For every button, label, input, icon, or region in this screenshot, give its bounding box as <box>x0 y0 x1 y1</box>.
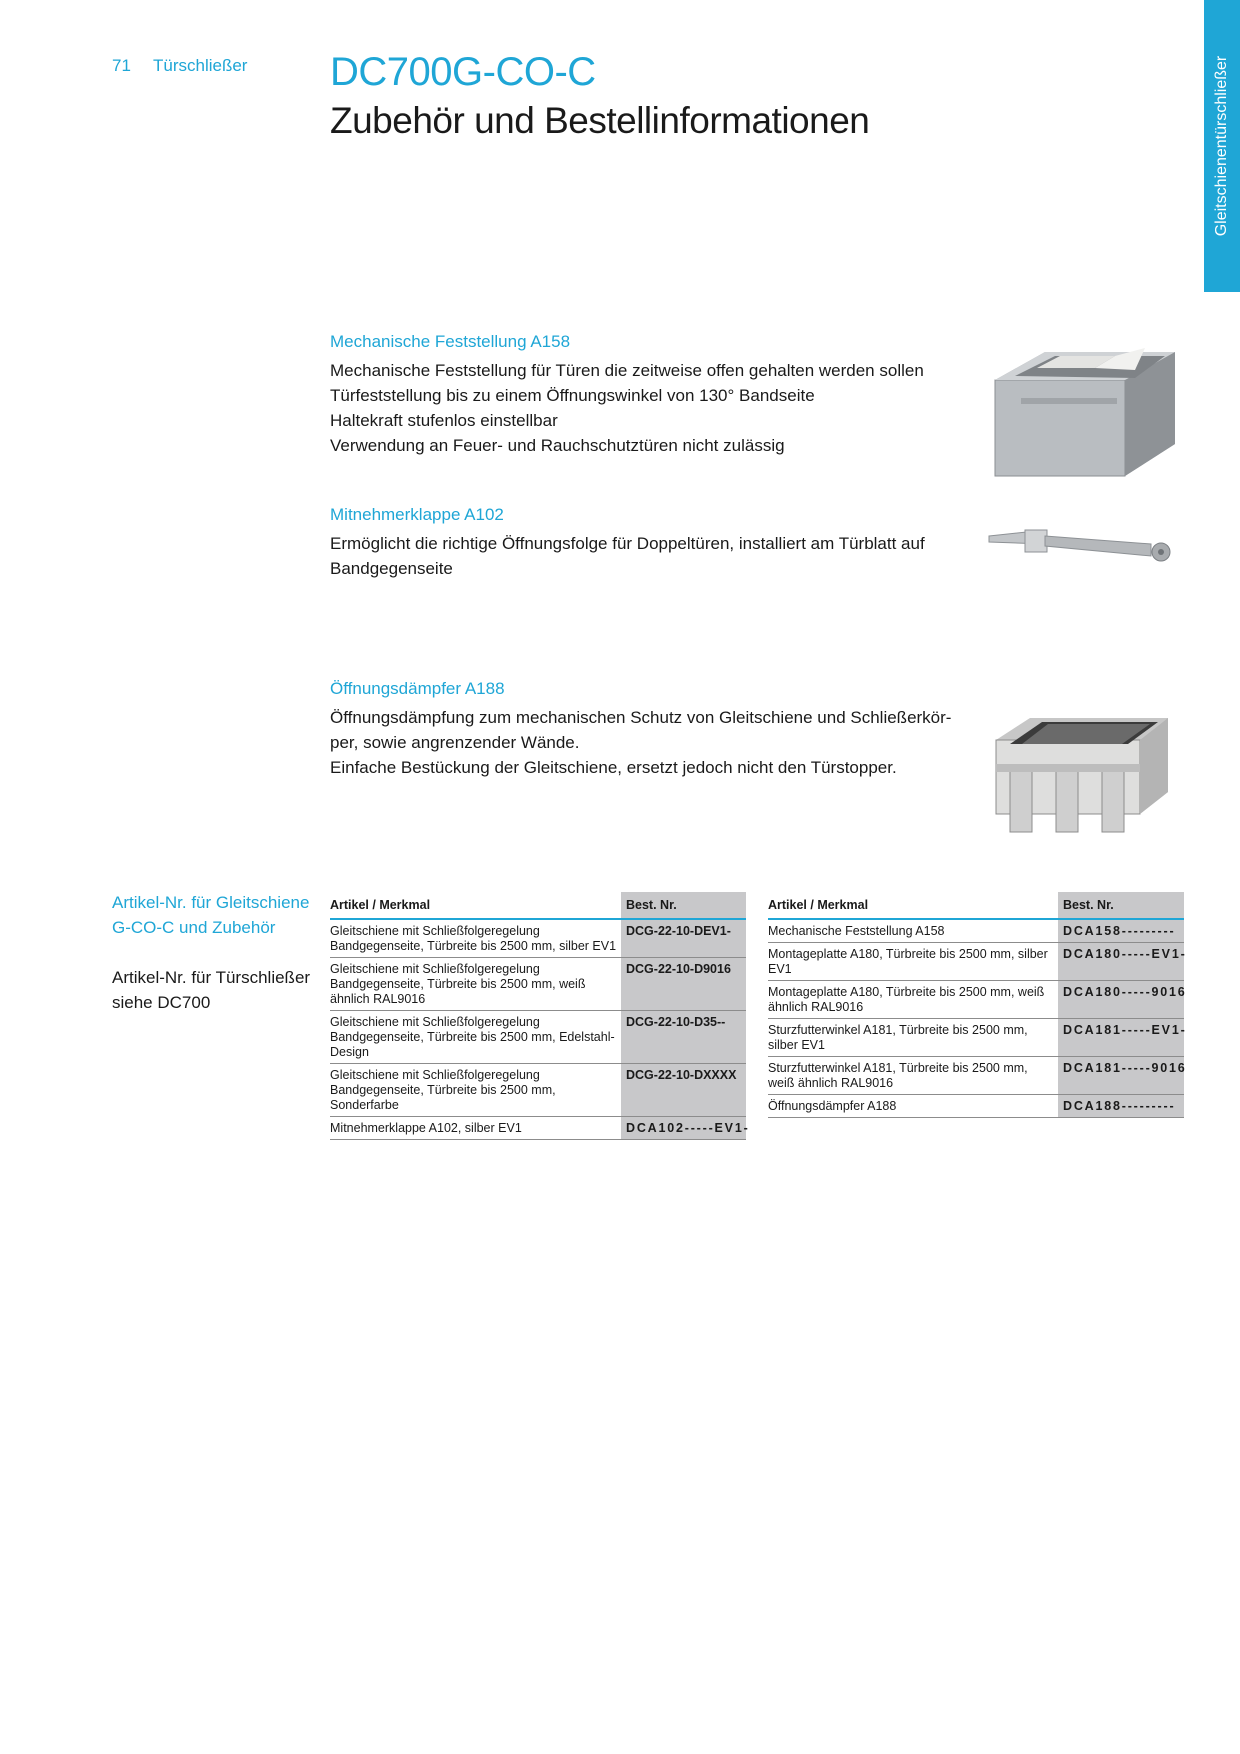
product-title: Mitnehmerklappe A102 <box>330 505 504 524</box>
order-table-left: Artikel / Merkmal Best. Nr. Gleitschiene… <box>330 892 748 1140</box>
product-line: Haltekraft stufenlos einstellbar <box>330 411 558 430</box>
order-number: DCA181-----EV1- <box>1058 1018 1185 1057</box>
table-row: Gleitschiene mit Schließfolgeregelung Ba… <box>330 1063 746 1117</box>
table-row: Mitnehmerklappe A102, silber EV1 DCA102-… <box>330 1116 748 1140</box>
article-description: Sturzfutterwinkel A181, Türbreite bis 25… <box>768 1018 1058 1057</box>
article-description: Gleitschiene mit Schließfolgeregelung Ba… <box>330 1010 621 1064</box>
order-number: DCA181-----9016 <box>1058 1056 1185 1095</box>
order-number: DCA188--------- <box>1058 1094 1184 1118</box>
section-label: Türschließer <box>153 56 248 75</box>
order-number: DCA102-----EV1- <box>621 1116 748 1140</box>
article-description: Gleitschiene mit Schließfolgeregelung Ba… <box>330 919 621 958</box>
table-row: Sturzfutterwinkel A181, Türbreite bis 25… <box>768 1018 1185 1057</box>
product-a102: Mitnehmerklappe A102 Ermöglicht die rich… <box>330 505 960 581</box>
order-number: DCA180-----EV1- <box>1058 942 1185 981</box>
article-note-closer: Artikel-Nr. für Türschließer siehe DC700 <box>112 968 311 1012</box>
product-line: per, sowie angrenzender Wände. <box>330 733 580 752</box>
article-description: Gleitschiene mit Schließfolgeregelung Ba… <box>330 1063 621 1117</box>
order-table-right: Artikel / Merkmal Best. Nr. Mechanische … <box>768 892 1185 1118</box>
article-note-rail: Artikel-Nr. für Gleitschiene G-CO-C und … <box>112 893 310 937</box>
product-title: Öffnungsdämpfer A188 <box>330 679 505 698</box>
order-number: DCA180-----9016 <box>1058 980 1185 1019</box>
table-row: Gleitschiene mit Schließfolgeregelung Ba… <box>330 957 746 1011</box>
article-description: Mechanische Feststellung A158 <box>768 919 1058 943</box>
oeffnungsdaempfer-a188-image <box>995 718 1168 833</box>
order-number: DCG-22-10-D9016 <box>621 957 746 1011</box>
table-row: Montageplatte A180, Türbreite bis 2500 m… <box>768 942 1185 981</box>
article-description: Öffnungsdämpfer A188 <box>768 1094 1058 1118</box>
mitnehmerklappe-a102-image <box>988 529 1171 562</box>
page-subtitle: Zubehör und Bestellinformationen <box>330 100 870 141</box>
side-tab-label: Gleitschienentürschließer <box>1213 55 1230 237</box>
column-header-article: Artikel / Merkmal <box>768 892 1058 920</box>
column-header-order-number: Best. Nr. <box>621 892 746 920</box>
article-description: Montageplatte A180, Türbreite bis 2500 m… <box>768 942 1058 981</box>
table-row: Sturzfutterwinkel A181, Türbreite bis 25… <box>768 1056 1185 1095</box>
product-line: Mechanische Feststellung für Türen die z… <box>330 361 924 380</box>
article-description: Mitnehmerklappe A102, silber EV1 <box>330 1116 621 1140</box>
product-a158: Mechanische Feststellung A158 Mechanisch… <box>330 332 960 458</box>
table-row: Montageplatte A180, Türbreite bis 2500 m… <box>768 980 1185 1019</box>
side-tab: Gleitschienentürschließer <box>1204 0 1240 292</box>
product-a188: Öffnungsdämpfer A188 Öffnungsdämpfung zu… <box>330 679 960 780</box>
product-line: Öffnungsdämpfung zum mechanischen Schutz… <box>330 708 952 727</box>
column-header-order-number: Best. Nr. <box>1058 892 1184 920</box>
order-number: DCG-22-10-DXXXX <box>621 1063 746 1117</box>
article-description: Sturzfutterwinkel A181, Türbreite bis 25… <box>768 1056 1058 1095</box>
table-header-row: Artikel / Merkmal Best. Nr. <box>330 892 746 920</box>
product-line: Türfeststellung bis zu einem Öffnungswin… <box>330 386 815 405</box>
order-number: DCG-22-10-D35-- <box>621 1010 746 1064</box>
article-description: Gleitschiene mit Schließfolgeregelung Ba… <box>330 957 621 1011</box>
product-line: Bandgegenseite <box>330 559 453 578</box>
page-title: DC700G-CO-C <box>330 50 596 94</box>
table-row: Mechanische Feststellung A158 DCA158----… <box>768 919 1184 943</box>
page-number: 71 <box>112 56 131 75</box>
product-line: Ermöglicht die richtige Öffnungsfolge fü… <box>330 534 925 553</box>
product-title: Mechanische Feststellung A158 <box>330 332 571 351</box>
table-row: Öffnungsdämpfer A188 DCA188--------- <box>768 1094 1184 1118</box>
feststellung-a158-image <box>994 348 1175 477</box>
table-header-row: Artikel / Merkmal Best. Nr. <box>768 892 1184 920</box>
product-line: Verwendung an Feuer- und Rauchschutztüre… <box>330 436 785 455</box>
product-line: Einfache Bestückung der Gleitschiene, er… <box>330 758 897 777</box>
table-row: Gleitschiene mit Schließfolgeregelung Ba… <box>330 919 746 958</box>
article-description: Montageplatte A180, Türbreite bis 2500 m… <box>768 980 1058 1019</box>
order-number: DCA158--------- <box>1058 919 1184 943</box>
column-header-article: Artikel / Merkmal <box>330 892 621 920</box>
table-row: Gleitschiene mit Schließfolgeregelung Ba… <box>330 1010 746 1064</box>
order-number: DCG-22-10-DEV1- <box>621 919 746 958</box>
